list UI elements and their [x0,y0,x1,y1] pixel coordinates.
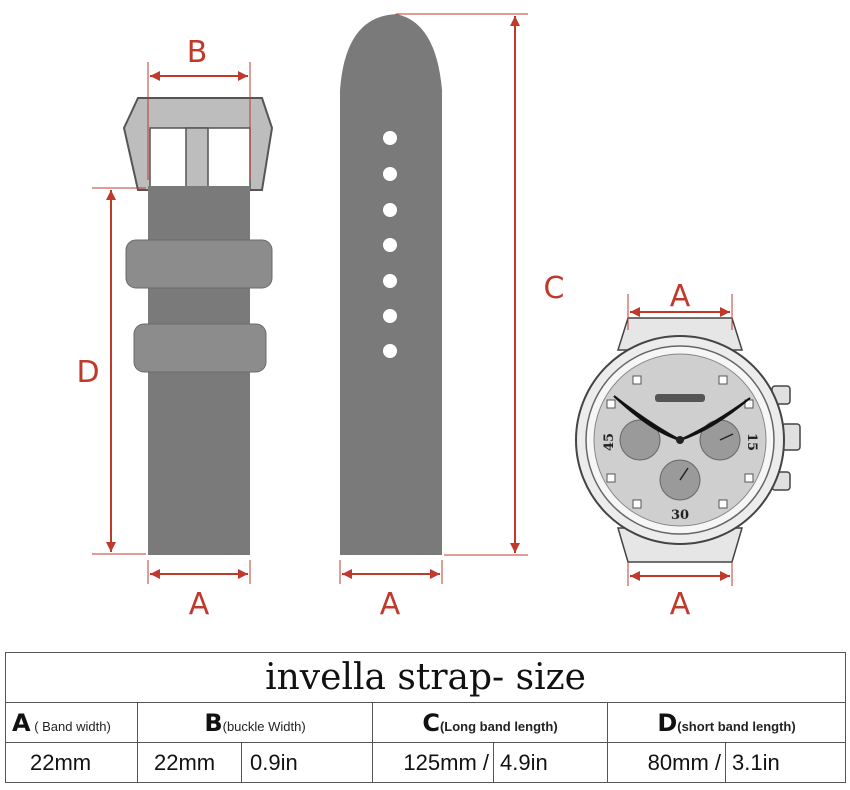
value-b-mm: 22mm [137,742,242,783]
label-long-band-length: C [544,271,565,306]
header-b-letter: B [204,708,223,737]
label-watch-bottom-width: A [670,587,691,622]
table-value-row: 22mm 22mm 0.9in 125mm / 4.9in 80mm / 3.1… [5,742,847,783]
strap-hole [383,274,397,288]
label-short-band-width: A [189,587,210,622]
subdial-left [619,419,661,461]
header-c: C(Long band length) [372,702,608,743]
value-d-mm: 80mm / [607,742,726,783]
dimension-a-watch-bottom: A [627,562,733,622]
minute-hand [679,397,751,441]
header-a-desc: ( Band width) [30,718,111,734]
watch: 45 15 30 [575,317,801,563]
dimension-b: B [147,35,251,180]
strap-size-diagram: B D A C A [76,13,801,622]
dimension-a-watch-top: A [627,279,733,330]
header-d: D(short band length) [606,702,847,743]
strap-hole [383,203,397,217]
dimension-d: D [76,187,146,555]
header-d-desc: (short band length) [677,718,796,734]
dial-logo [655,394,705,402]
dimension-a-short: A [147,560,251,622]
long-band [340,14,442,555]
label-buckle-width: B [187,35,208,70]
short-band [122,97,274,555]
header-b-desc: (buckle Width) [222,718,306,734]
value-a: 22mm [5,742,138,783]
strap-hole [383,238,397,252]
header-c-letter: C [422,708,440,737]
label-long-band-width: A [380,587,401,622]
value-b-in: 0.9in [241,742,373,783]
value-c-mm: 125mm / [372,742,494,783]
dimension-a-long: A [339,560,443,622]
header-a: A ( Band width) [5,702,138,743]
dial-number-15: 15 [744,433,759,451]
dial-number-45: 45 [602,433,617,451]
dimension-c: C [396,13,565,556]
strap-size-table: invella strap- size A ( Band width) B(bu… [4,652,847,783]
hour-markers [606,375,754,509]
label-short-band-length: D [76,355,99,390]
header-a-letter: A [12,708,31,737]
strap-keeper-1 [125,239,273,289]
label-watch-top-width: A [670,279,691,314]
hour-hand [613,395,681,441]
header-d-letter: D [657,708,678,737]
strap-hole [383,309,397,323]
table-title: invella strap- size [4,652,847,703]
value-c-in: 4.9in [493,742,608,783]
dial-number-30: 30 [671,508,689,523]
value-d-in: 3.1in [724,742,847,783]
header-b: B(buckle Width) [137,702,373,743]
strap-hole [383,344,397,358]
strap-keeper-2 [133,323,267,373]
strap-hole [383,131,397,145]
strap-hole [383,167,397,181]
table-header-row: A ( Band width) B(buckle Width) C(Long b… [5,702,847,743]
header-c-desc: (Long band length) [439,718,558,734]
